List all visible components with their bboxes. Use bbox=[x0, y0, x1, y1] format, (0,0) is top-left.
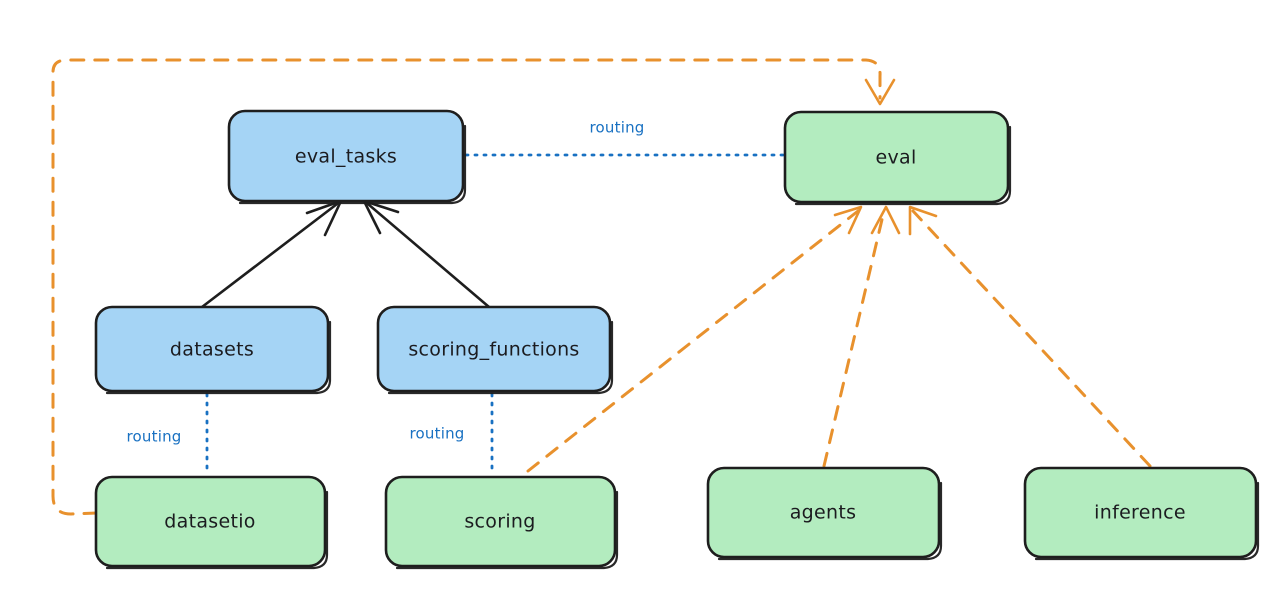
edge-datasetio-eval bbox=[51, 58, 896, 516]
edge-label-routing-datasets: routing bbox=[127, 428, 182, 446]
node-scoring[interactable]: scoring bbox=[384, 475, 619, 570]
edge-scoring-functions-eval-tasks bbox=[362, 199, 491, 309]
edge-agents-eval bbox=[822, 205, 901, 468]
node-label-eval: eval bbox=[875, 147, 916, 169]
edge-datasets-eval-tasks bbox=[200, 199, 343, 309]
edge-inference-eval bbox=[908, 205, 1152, 468]
node-label-agents: agents bbox=[790, 502, 857, 524]
node-agents[interactable]: agents bbox=[706, 466, 943, 561]
node-label-datasets: datasets bbox=[170, 339, 254, 361]
node-label-scoring-functions: scoring_functions bbox=[408, 339, 579, 361]
node-label-datasetio: datasetio bbox=[164, 511, 255, 533]
edge-label-routing-scoring-functions: routing bbox=[410, 425, 465, 443]
node-label-scoring: scoring bbox=[464, 511, 535, 533]
node-eval[interactable]: eval bbox=[783, 110, 1012, 206]
node-inference[interactable]: inference bbox=[1023, 466, 1260, 561]
node-label-inference: inference bbox=[1094, 502, 1186, 524]
node-label-eval-tasks: eval_tasks bbox=[295, 146, 397, 168]
node-datasetio[interactable]: datasetio bbox=[94, 475, 329, 570]
node-datasets[interactable]: datasets bbox=[94, 305, 332, 395]
node-eval-tasks[interactable]: eval_tasks bbox=[227, 109, 467, 205]
node-scoring-functions[interactable]: scoring_functions bbox=[376, 305, 614, 395]
edge-scoring-eval bbox=[526, 205, 863, 473]
edge-label-routing-top: routing bbox=[590, 119, 645, 137]
